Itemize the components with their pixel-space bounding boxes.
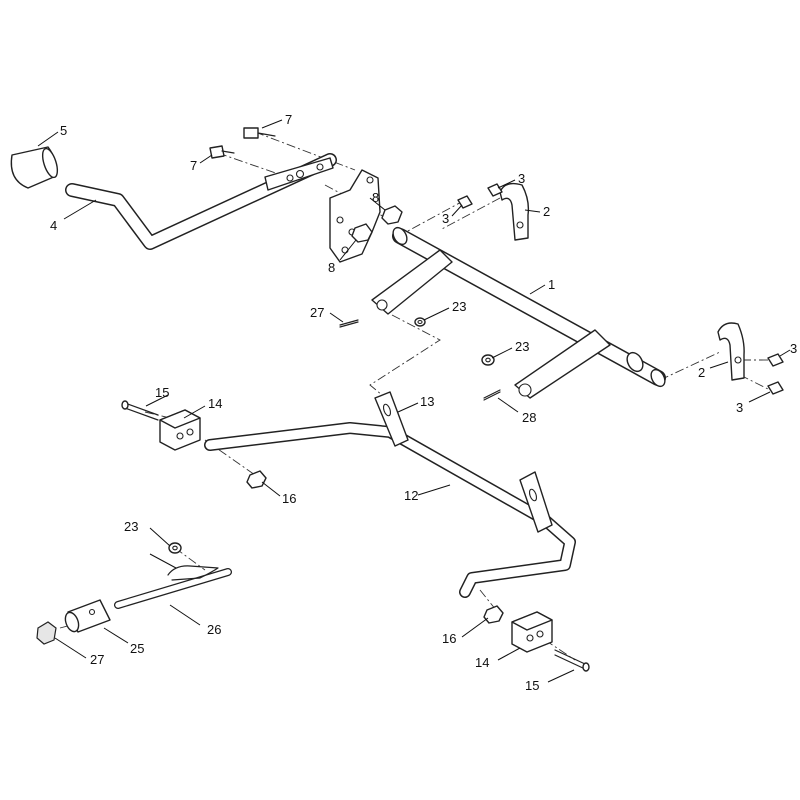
- part-bolts-15: [121, 400, 590, 672]
- callout-12: 12: [404, 488, 418, 503]
- callout-27: 27: [310, 305, 324, 320]
- callout-7: 7: [190, 158, 197, 173]
- callout-16: 16: [282, 491, 296, 506]
- part-rod-25: [114, 568, 232, 609]
- part-lower-rod: [204, 391, 576, 598]
- callout-14: 14: [475, 655, 489, 670]
- callout-25: 26: [207, 622, 221, 637]
- callout-2: 2: [698, 365, 705, 380]
- callout-14: 14: [208, 396, 222, 411]
- part-hairpin-28: [167, 565, 219, 581]
- callout-24: 25: [130, 641, 144, 656]
- part-bolts-7: [209, 127, 276, 159]
- part-control-handle: [65, 153, 337, 250]
- callout-23: 23: [515, 339, 529, 354]
- part-nut-26: [36, 621, 57, 645]
- part-bolts-3: [457, 183, 784, 395]
- callout-23: 23: [452, 299, 466, 314]
- callout-13: 13: [420, 394, 434, 409]
- part-nuts-16: [246, 470, 504, 624]
- callout-8: 8: [372, 190, 379, 205]
- callout-3: 3: [518, 171, 525, 186]
- callout-8: 8: [328, 260, 335, 275]
- part-cotter-pins-27: [339, 319, 501, 401]
- callout-labels: 5 4 7 7 8 8 3 3 2 1 23 27 23 28 2 3 3 15…: [50, 112, 797, 693]
- callout-27: 28: [522, 410, 536, 425]
- part-mount-bracket: [329, 169, 381, 263]
- callout-3: 3: [442, 211, 449, 226]
- part-handle-grip: [10, 146, 59, 189]
- part-hook-bracket-upper: [499, 182, 530, 241]
- part-hook-bracket-lower: [717, 322, 745, 381]
- part-cross-shaft: [371, 226, 666, 399]
- callout-23: 23: [124, 519, 138, 534]
- part-block-upper: [159, 409, 201, 451]
- callout-4: 4: [50, 218, 57, 233]
- callout-2: 2: [543, 204, 550, 219]
- callout-3: 3: [736, 400, 743, 415]
- leader-lines: [37, 119, 791, 683]
- part-coupler-24: [64, 599, 111, 633]
- callout-26: 27: [90, 652, 104, 667]
- part-nuts-8: [351, 205, 403, 243]
- callout-16: 16: [442, 631, 456, 646]
- callout-15: 15: [155, 385, 169, 400]
- callout-15: 15: [525, 678, 539, 693]
- callout-5: 5: [60, 123, 67, 138]
- callout-3: 3: [790, 341, 797, 356]
- callout-7: 7: [285, 112, 292, 127]
- callout-1: 1: [548, 277, 555, 292]
- part-washers-23: [168, 317, 495, 554]
- part-block-lower: [511, 611, 553, 653]
